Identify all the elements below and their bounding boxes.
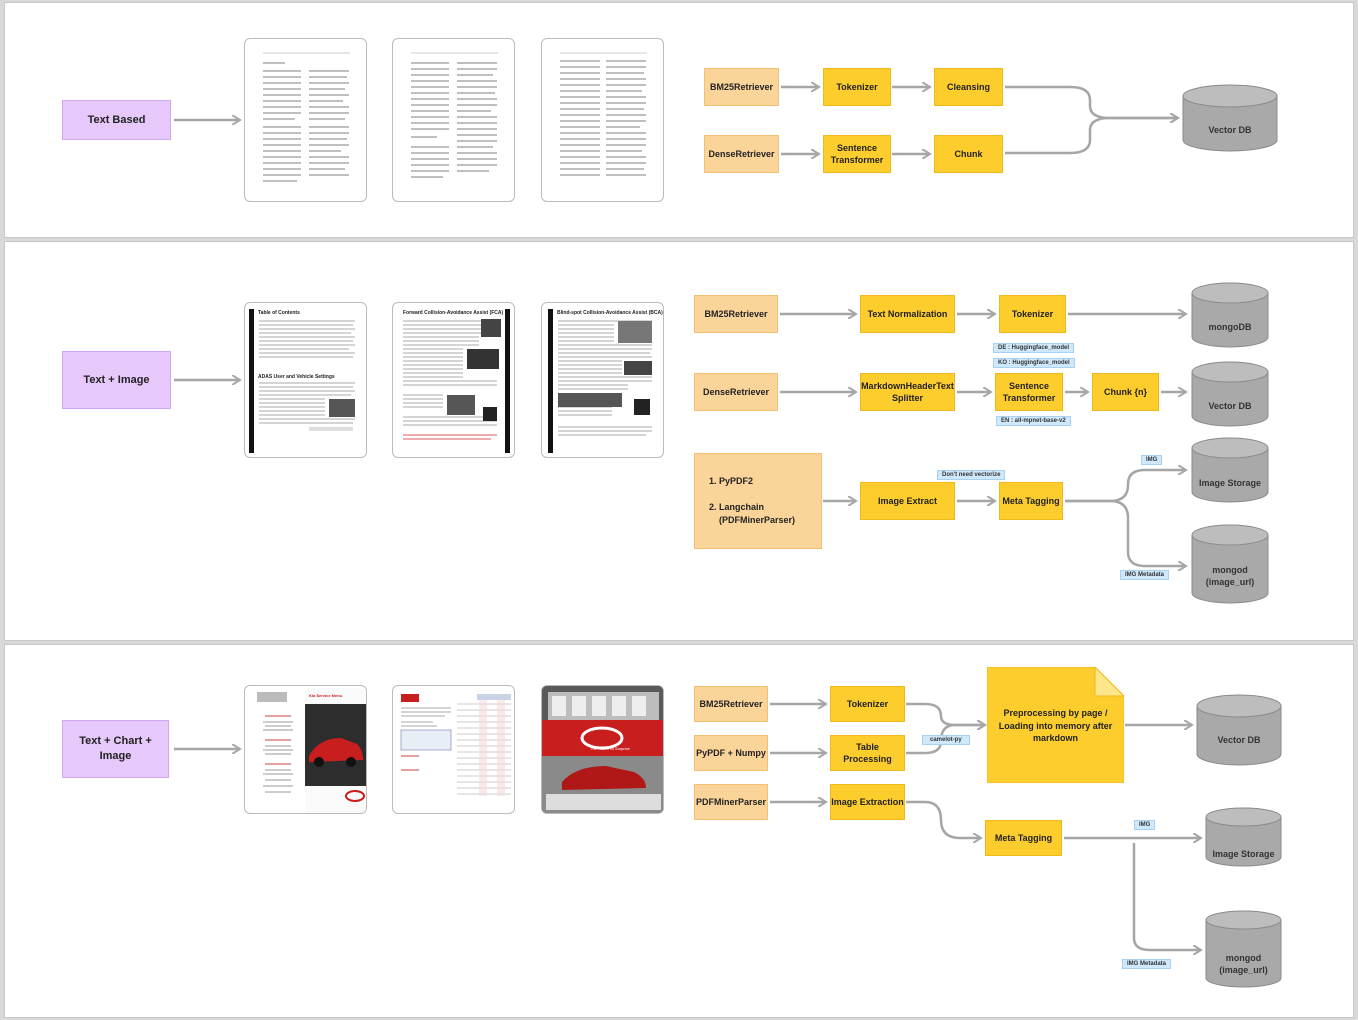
database-icon <box>1196 694 1282 766</box>
chunk-box: Chunk <box>934 135 1003 173</box>
db-label: mongod (image_url) <box>1219 953 1268 976</box>
doc-title: Kia Service Menu <box>309 693 343 698</box>
photo-image <box>542 686 663 813</box>
database-icon <box>1191 437 1269 503</box>
sentence-transformer-box: Sentence Transformer <box>995 373 1063 411</box>
note-shape <box>986 665 1126 784</box>
cleansing-box: Cleansing <box>934 68 1003 106</box>
tokenizer-box: Tokenizer <box>830 686 905 722</box>
dense-retriever-box: DenseRetriever <box>694 373 778 411</box>
doc-title: Table of Contents <box>258 310 300 316</box>
table-processing-box: Table Processing <box>830 735 905 771</box>
en-model-tag: EN : all-mpnet-base-v2 <box>996 416 1071 426</box>
photo-caption: The Power to Surprise <box>590 746 630 751</box>
db-label: mongod (image_url) <box>1205 565 1255 588</box>
source-text-based: Text Based <box>62 100 171 140</box>
img-metadata-tag: IMG Metadata <box>1122 959 1172 969</box>
parser-list: PyPDF2 Langchain (PDFMinerParser) <box>695 462 795 540</box>
document-thumbnail <box>541 38 664 202</box>
kia-service-menu-page <box>257 688 366 813</box>
doc-subtitle: ADAS User and Vehicle Settings <box>258 374 335 380</box>
db-label: Image Storage <box>1212 849 1275 859</box>
db-label: Vector DB <box>1208 125 1252 135</box>
db-label: Image Storage <box>1198 478 1262 488</box>
vector-db-cylinder: Vector DB <box>1191 361 1269 427</box>
sentence-transformer-box: Sentence Transformer <box>823 135 891 173</box>
db-label: Vector DB <box>1217 735 1261 745</box>
chunk-n-box: Chunk {n} <box>1092 373 1159 411</box>
db-label: Vector DB <box>1208 401 1252 411</box>
vector-db-cylinder: Vector DB <box>1196 694 1282 766</box>
bm25-retriever-box: BM25Retriever <box>694 686 768 722</box>
ko-model-tag: KO : Huggingface_model <box>993 358 1075 368</box>
tokenizer-box: Tokenizer <box>999 295 1066 333</box>
parser-item: PyPDF2 <box>719 475 795 488</box>
image-extract-box: Image Extract <box>860 482 955 520</box>
image-storage-cylinder: Image Storage <box>1191 437 1269 503</box>
document-thumbnail: Forward Collision-Avoidance Assist (FCA) <box>392 302 515 458</box>
manual-page <box>548 309 652 453</box>
manual-page <box>403 309 510 453</box>
pypdf-numpy-box: PyPDF + Numpy <box>694 735 768 771</box>
markdown-splitter-box: MarkdownHeaderText Splitter <box>860 373 955 411</box>
parser-item: Langchain (PDFMinerParser) <box>719 501 795 527</box>
database-icon <box>1191 282 1269 348</box>
source-text-image: Text + Image <box>62 351 171 409</box>
showroom-photo: The Power to Surprise <box>541 685 664 814</box>
img-tag: IMG <box>1141 455 1163 465</box>
database-icon <box>1191 524 1269 604</box>
document-thumbnail: Blind-spot Collision-Avoidance Assist (B… <box>541 302 664 458</box>
meta-tagging-box: Meta Tagging <box>999 482 1063 520</box>
mongod-image-url-cylinder: mongod (image_url) <box>1191 524 1269 604</box>
image-extraction-box: Image Extraction <box>830 784 905 820</box>
document-thumbnail <box>392 685 515 814</box>
bm25-retriever-box: BM25Retriever <box>704 68 779 106</box>
document-thumbnail: Kia Service Menu <box>244 685 367 814</box>
database-icon <box>1205 910 1282 988</box>
vector-db-cylinder: Vector DB <box>1182 84 1278 152</box>
tokenizer-box: Tokenizer <box>823 68 891 106</box>
panel-text-chart-image <box>4 644 1354 1018</box>
db-label: mongoDB <box>1208 322 1252 332</box>
panel-text-based <box>4 2 1354 238</box>
dense-retriever-box: DenseRetriever <box>704 135 779 173</box>
image-storage-cylinder: Image Storage <box>1205 807 1282 867</box>
document-thumbnail <box>392 38 515 202</box>
mongodb-cylinder: mongoDB <box>1191 282 1269 348</box>
database-icon <box>1182 84 1278 152</box>
document-page-lines <box>560 52 647 176</box>
img-metadata-tag: IMG Metadata <box>1120 570 1170 580</box>
pdfminer-parser-box: PDFMinerParser <box>694 784 768 820</box>
document-thumbnail <box>244 38 367 202</box>
source-text-chart-image: Text + Chart + Image <box>62 720 169 778</box>
parser-list-box: PyPDF2 Langchain (PDFMinerParser) <box>694 453 822 549</box>
de-model-tag: DE : Huggingface_model <box>993 343 1075 353</box>
dont-vectorize-tag: Don't need vectorize <box>937 470 1006 480</box>
text-normalization-box: Text Normalization <box>860 295 955 333</box>
bm25-retriever-box: BM25Retriever <box>694 295 778 333</box>
meta-tagging-box: Meta Tagging <box>985 820 1062 856</box>
img-tag: IMG <box>1134 820 1156 830</box>
note-text: Preprocessing by page / Loading into mem… <box>998 708 1113 744</box>
document-page-lines <box>263 52 350 182</box>
table-page <box>400 694 511 796</box>
database-icon <box>1205 807 1282 867</box>
camelot-py-tag: camelot-py <box>922 735 970 745</box>
database-icon <box>1191 361 1269 427</box>
preprocessing-note: Preprocessing by page / Loading into mem… <box>986 665 1126 784</box>
manual-page <box>249 309 355 453</box>
doc-title: Forward Collision-Avoidance Assist (FCA) <box>403 310 504 316</box>
doc-title: Blind-spot Collision-Avoidance Assist (B… <box>557 310 663 316</box>
panel-text-image <box>4 241 1354 641</box>
document-thumbnail: Table of Contents ADAS User and Vehicle … <box>244 302 367 458</box>
mongod-image-url-cylinder: mongod (image_url) <box>1205 910 1282 988</box>
document-page-lines <box>411 52 498 178</box>
